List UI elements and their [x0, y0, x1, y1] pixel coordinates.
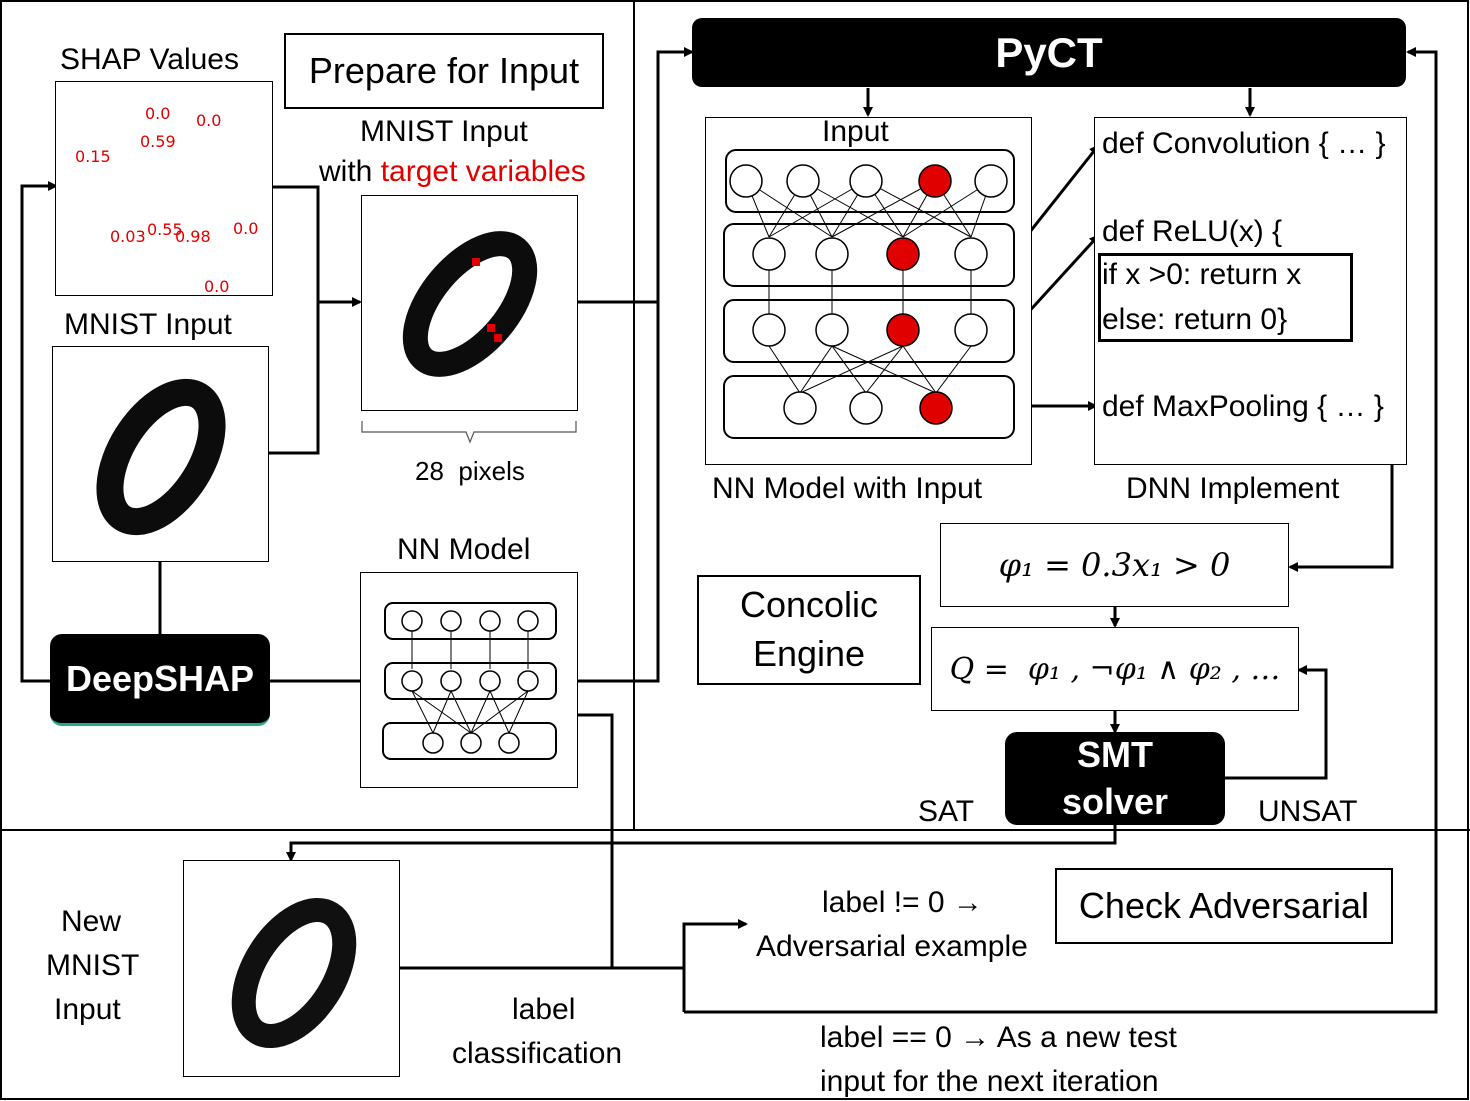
code-relu-else: else: return 0}	[1102, 303, 1288, 336]
relu-body-box	[1098, 253, 1353, 342]
target-variables-label: target variables	[380, 155, 586, 188]
adversarial-example-label: Adversarial example	[756, 930, 1028, 963]
new-input-label-line3: Input	[54, 993, 121, 1026]
nn-model-graph	[382, 602, 557, 760]
next-iteration-line1: label == 0 → As a new test	[820, 1021, 1177, 1054]
mnist-input-image	[52, 346, 269, 562]
smt-line2: solver	[1061, 780, 1169, 822]
pyct-box: PyCT	[692, 18, 1406, 87]
smt-solver-box: SMT solver	[1005, 732, 1225, 825]
prepare-for-input-box: Prepare for Input	[284, 33, 604, 109]
pyct-label: PyCT	[995, 28, 1103, 76]
unsat-label: UNSAT	[1258, 795, 1358, 828]
sat-label: SAT	[918, 795, 975, 828]
adversarial-condition: label != 0 →	[822, 886, 983, 919]
code-convolution: def Convolution { … }	[1102, 127, 1386, 160]
shap-value: 0.15	[75, 147, 111, 166]
code-maxpooling: def MaxPooling { … }	[1102, 390, 1384, 423]
shap-value: 0.03	[110, 227, 146, 246]
concolic-engine-box: Concolic Engine	[697, 575, 921, 685]
shap-value: 0.0	[233, 219, 259, 238]
mnist-input-title: MNIST Input	[64, 308, 232, 341]
nn-model-panel	[360, 572, 578, 788]
target-pixel	[494, 334, 502, 342]
shap-value: 0.0	[145, 104, 171, 123]
mnist-target-title-line1: MNIST Input	[360, 115, 528, 148]
new-input-label-line2: MNIST	[46, 949, 140, 982]
nn-input-label: Input	[822, 115, 889, 148]
digit-zero-graphic	[231, 897, 357, 1049]
phi-constraint-box: φ₁ = 0.3x₁ > 0	[940, 523, 1289, 607]
concolic-line1: Concolic	[739, 584, 879, 626]
target-input-image	[361, 195, 578, 411]
target-pixel	[487, 324, 495, 332]
label-classification-line2: classification	[452, 1037, 623, 1070]
smt-line1: SMT	[1077, 733, 1153, 775]
shap-value: 0.0	[204, 277, 230, 296]
prepare-for-input-label: Prepare for Input	[308, 50, 580, 91]
new-mnist-input-image	[183, 860, 400, 1077]
deepshap-label: DeepSHAP	[65, 657, 255, 699]
phi-formula: φ₁ = 0.3x₁ > 0	[998, 546, 1231, 584]
path-constraint-box: Q = φ₁ , ¬φ₁ ∧ φ₂ , …	[931, 627, 1299, 711]
target-pixel	[472, 258, 480, 266]
check-adversarial-box: Check Adversarial	[1055, 868, 1393, 944]
concolic-line2: Engine	[752, 633, 866, 674]
shap-values-title: SHAP Values	[60, 43, 239, 76]
shap-value: 0.55	[147, 220, 183, 239]
q-formula: Q = φ₁ , ¬φ₁ ∧ φ₂ , …	[949, 651, 1281, 687]
code-relu-header: def ReLU(x) {	[1102, 215, 1283, 248]
nn-with-input-graph	[723, 149, 1015, 439]
shap-values-panel: 0.0 0.0 0.59 0.15 0.03 0.55 0.98 0.0 0.0	[55, 81, 273, 296]
next-iteration-line2: input for the next iteration	[820, 1065, 1159, 1098]
mnist-target-title-line2: with target variables	[319, 157, 586, 187]
digit-zero-graphic	[96, 378, 226, 536]
code-relu-if: if x >0: return x	[1102, 258, 1302, 291]
shap-value: 0.59	[140, 132, 176, 151]
new-input-label-line1: New	[61, 905, 122, 938]
check-adversarial-label: Check Adversarial	[1078, 885, 1370, 926]
dnn-implement-title: DNN Implement	[1126, 472, 1340, 505]
digit-zero-graphic	[402, 231, 538, 377]
shap-value: 0.0	[196, 111, 222, 130]
nn-model-with-input-title: NN Model with Input	[712, 472, 983, 505]
pixels-label: 28 pixels	[415, 456, 525, 486]
shap-value: 0.98	[175, 227, 211, 246]
deepshap-box: DeepSHAP	[50, 634, 270, 726]
mnist-target-with-label: with	[319, 155, 381, 188]
nn-model-with-input-panel	[705, 117, 1032, 465]
label-classification-line1: label	[512, 993, 576, 1026]
nn-model-title: NN Model	[397, 533, 531, 566]
